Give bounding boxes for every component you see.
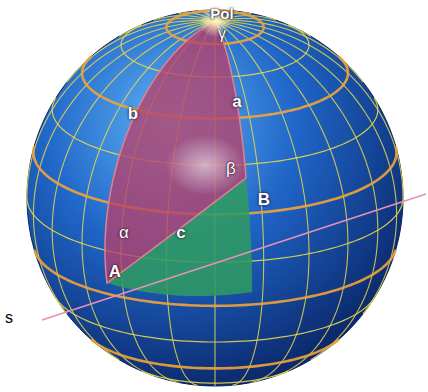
great-circle-line <box>42 194 426 320</box>
spherical-triangle <box>105 21 246 283</box>
angle-label: β <box>226 160 236 177</box>
globe-sphere <box>27 10 403 386</box>
vertex-label: B <box>258 191 270 208</box>
side-label: a <box>232 93 241 110</box>
vertex-label: A <box>109 263 121 280</box>
angle-label: α <box>119 224 129 241</box>
side-label: b <box>128 105 138 122</box>
parallel-line <box>142 371 288 383</box>
side-label: c <box>176 224 185 241</box>
edge-text: s <box>5 310 13 326</box>
parallel-line <box>91 339 339 368</box>
angle-label: γ <box>218 26 226 42</box>
meridian-line <box>215 21 363 82</box>
highlight <box>165 135 245 195</box>
pole-label: Pol <box>210 6 233 21</box>
